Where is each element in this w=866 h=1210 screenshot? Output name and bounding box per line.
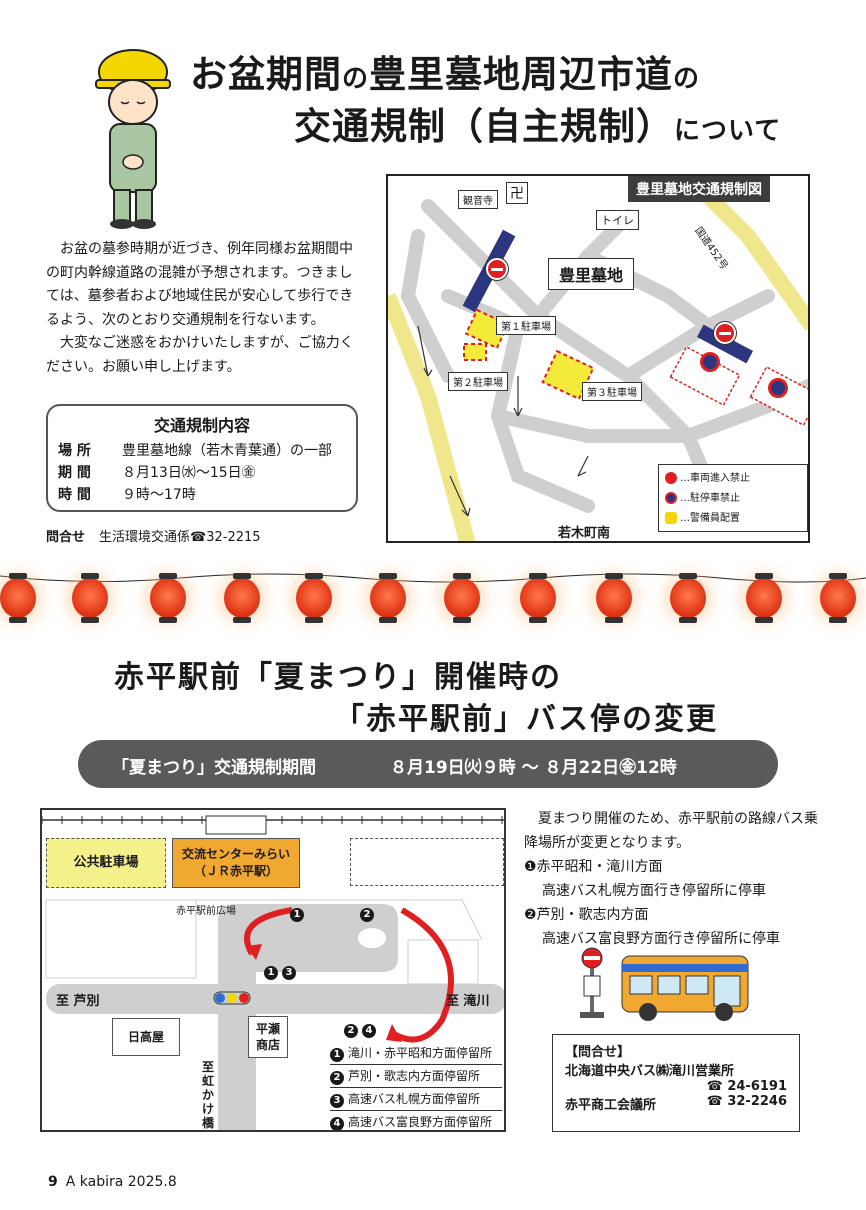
dashed-area <box>350 838 504 886</box>
magazine-name: A kabira 2025.8 <box>65 1174 177 1190</box>
label-temple: 観音寺 <box>458 190 498 209</box>
section1-title-line1: お盆期間の豊里墓地周辺市道の <box>190 53 701 96</box>
map1-caption: 豊里墓地交通規制図 <box>628 176 770 202</box>
item1-body: 高速バス札幌方面行き停留所に停車 <box>542 883 766 899</box>
legend-no-entry: …車両進入禁止 <box>665 469 801 489</box>
lantern <box>72 573 108 623</box>
section1-contact: 問合せ生活環境交通係☎32-2215 <box>46 530 261 545</box>
lantern <box>0 573 36 623</box>
band-period: ８月19日㈫９時 〜 ８月22日㊎12時 <box>390 758 677 778</box>
stop-marker-2: 2 <box>360 902 378 922</box>
rules-heading: 交通規制内容 <box>153 416 250 435</box>
lantern <box>746 573 782 623</box>
no-entry-icon <box>486 258 508 280</box>
lantern <box>520 573 556 623</box>
label-plaza: 赤平駅前広場 <box>176 906 236 917</box>
label-hidaka: 日高屋 <box>112 1018 180 1056</box>
page-number: 9 <box>48 1174 58 1190</box>
map1-legend: …車両進入禁止 …駐停車禁止 …警備員配置 <box>658 464 808 532</box>
label-to-nijikake: 至虹かけ橋 <box>202 1060 215 1130</box>
label-parking2: 第２駐車場 <box>448 372 508 391</box>
lantern <box>296 573 332 623</box>
legend-guard: …警備員配置 <box>665 509 801 529</box>
bus-illustration <box>578 946 754 1022</box>
label-area: 若木町南 <box>558 526 611 541</box>
contact-label: 【問合せ】 <box>565 1045 631 1060</box>
section2-body: 夏まつり開催のため、赤平駅前の路線バス乗降場所が変更となります。 ❶赤平昭和・滝… <box>524 808 820 951</box>
label-cemetery: 豊里墓地 <box>548 258 635 290</box>
temple-icon: 卍 <box>506 182 528 204</box>
lantern <box>820 573 856 623</box>
label-to-ashibetsu: 至 芦別 <box>56 994 100 1009</box>
exchange-center: 交流センターみらい （ＪＲ赤平駅） <box>172 838 300 888</box>
item2-body: 高速バス富良野方面行き停留所に停車 <box>542 931 780 947</box>
paragraph-1: お盆の墓参時期が近づき、例年同様お盆期間中の町内幹線道路の混雑が予想されます。つ… <box>46 241 354 328</box>
label-hirase-shop: 平瀬商店 <box>248 1016 288 1058</box>
center-sub: （ＪＲ赤平駅） <box>193 864 278 878</box>
section1-body: お盆の墓参時期が近づき、例年同様お盆期間中の町内幹線道路の混雑が予想されます。つ… <box>46 238 360 379</box>
item1-head: ❶赤平昭和・滝川方面 <box>524 859 663 875</box>
legend-no-parking: …駐停車禁止 <box>665 489 801 509</box>
label-toilet: トイレ <box>596 210 639 230</box>
footer: 9 A kabira 2025.8 <box>48 1174 177 1190</box>
contact-tel1: ☎ 24-6191 <box>706 1079 787 1094</box>
section2-title-line1: 赤平駅前「夏まつり」開催時の <box>114 660 562 695</box>
label-parking1: 第１駐車場 <box>496 316 556 335</box>
lantern <box>370 573 406 623</box>
public-parking: 公共駐車場 <box>46 838 166 888</box>
paragraph-2: 大変なご迷惑をおかけいたしますが、ご協力ください。お願い申し上げます。 <box>46 335 354 375</box>
cemetery-traffic-map: 豊里墓地交通規制図 観音寺 卍 トイレ 豊里墓地 国道452号 第１駐車場 第２… <box>386 174 810 543</box>
bus-stop-map: 公共駐車場 交流センターみらい （ＪＲ赤平駅） 赤平駅前広場 至 芦別 至 滝川… <box>40 808 506 1132</box>
map1-caption-wrap: 豊里墓地交通規制図 <box>628 176 770 202</box>
stop-marker-1: 1 <box>290 902 308 922</box>
no-parking-icon <box>768 378 788 398</box>
lantern <box>596 573 632 623</box>
contact-org1: 北海道中央バス㈱滝川営業所 <box>565 1064 735 1079</box>
lantern <box>444 573 480 623</box>
lantern <box>224 573 260 623</box>
section2-paragraph: 夏まつり開催のため、赤平駅前の路線バス乗降場所が変更となります。 <box>524 811 818 851</box>
section1-title-line2: 交通規制（自主規制）について <box>294 105 782 148</box>
rule-place: 場 所豊里墓地線（若木青葉通）の一部 <box>58 443 332 459</box>
lantern <box>150 573 186 623</box>
section2-title-line2: 「赤平駅前」バス停の変更 <box>334 702 718 737</box>
lantern <box>670 573 706 623</box>
no-entry-icon <box>714 322 736 344</box>
regulation-period-band: 「夏まつり」交通規制期間 ８月19日㈫９時 〜 ８月22日㊎12時 <box>78 740 778 788</box>
section2-contact-box: 【問合せ】 北海道中央バス㈱滝川営業所 ☎ 24-6191 赤平商工会議所☎ 3… <box>552 1034 800 1132</box>
worker-illustration <box>88 40 178 230</box>
item2-head: ❷芦別・歌志内方面 <box>524 907 649 923</box>
no-parking-icon <box>700 352 720 372</box>
label-to-takikawa: 至 滝川 <box>446 994 490 1009</box>
contact-org2-row: 赤平商工会議所☎ 32-2246 <box>565 1094 787 1113</box>
band-label: 「夏まつり」交通規制期間 <box>112 758 316 778</box>
center-name: 交流センターみらい <box>181 847 290 861</box>
lantern-string <box>0 572 866 583</box>
label-parking3: 第３駐車場 <box>582 382 642 401</box>
